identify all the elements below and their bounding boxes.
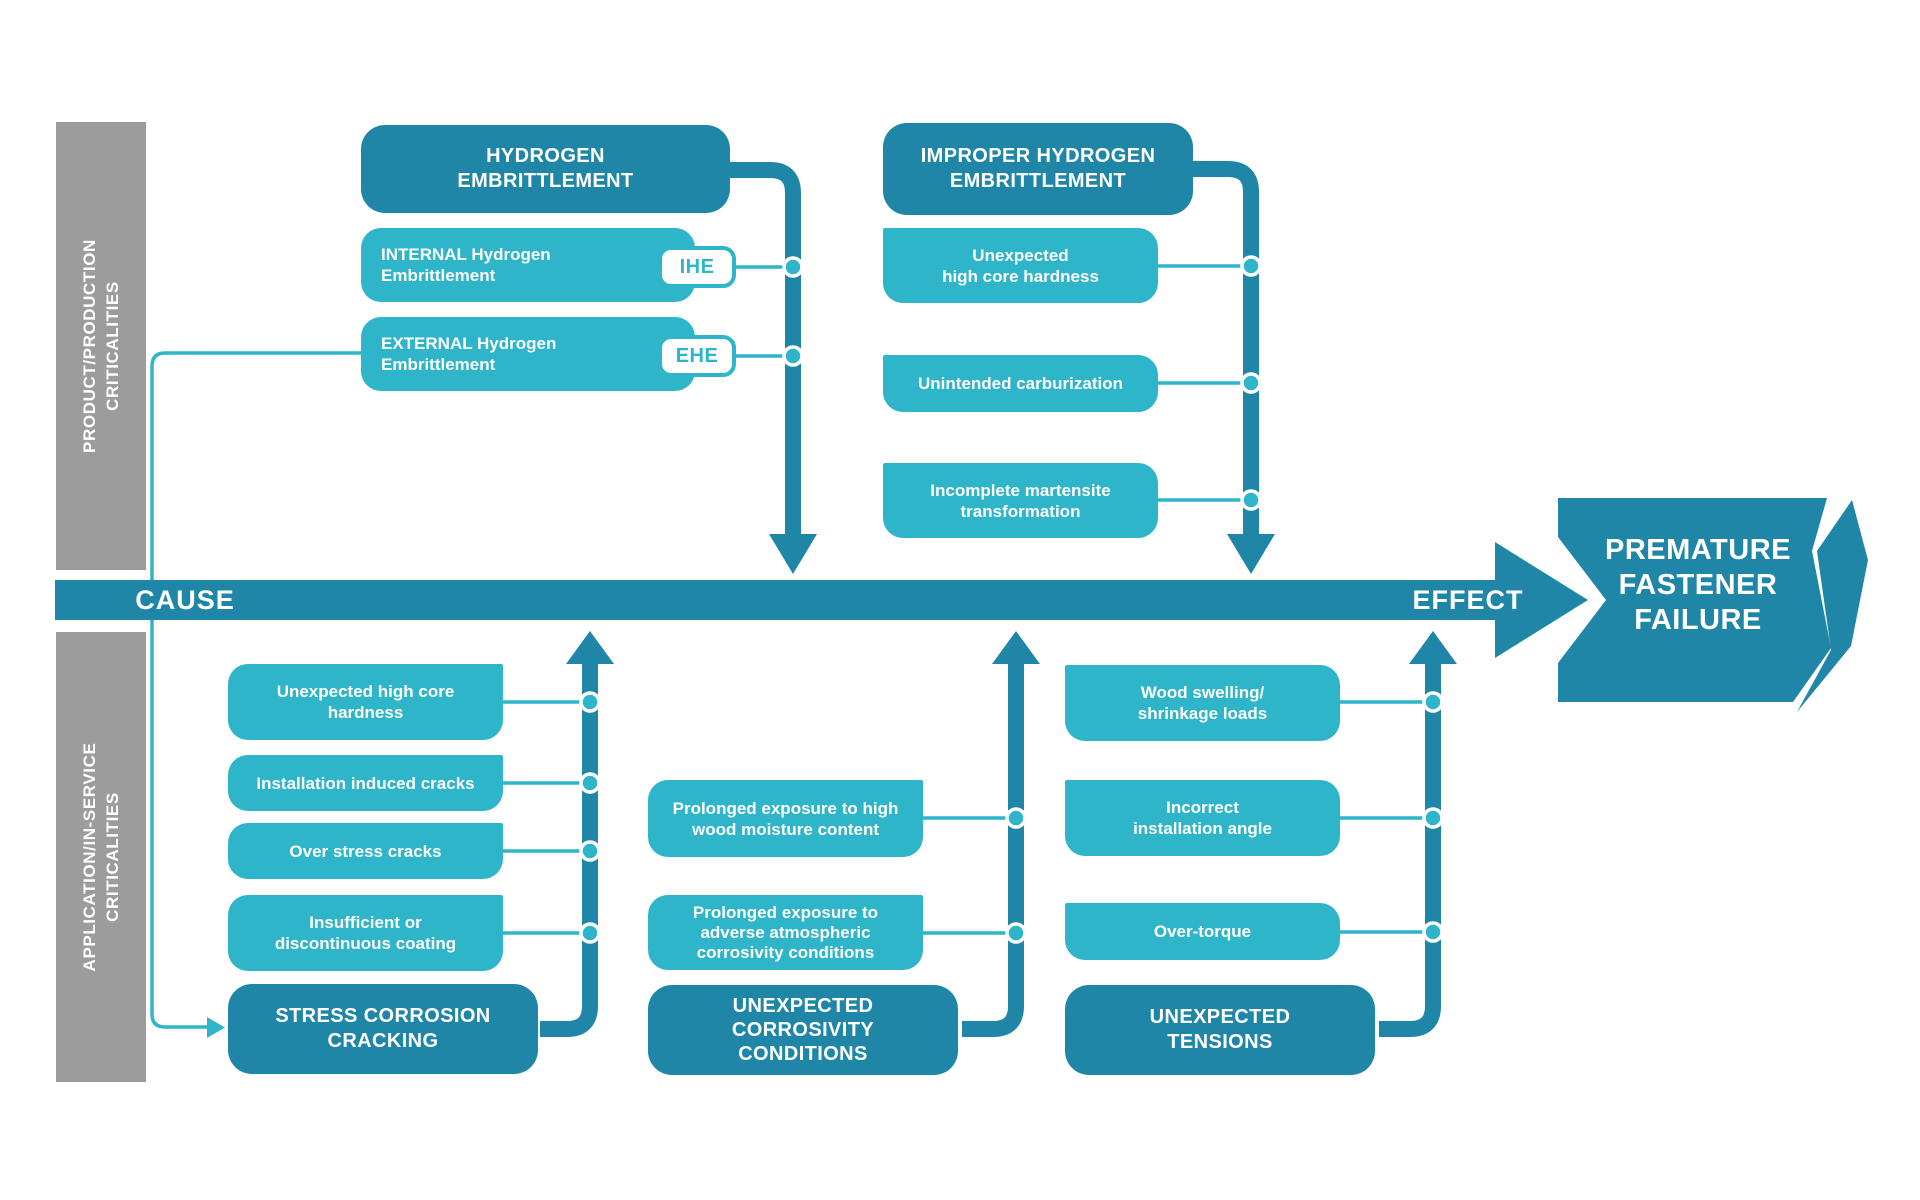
branch-unexpected-high-core-hardness-bottom: Unexpected high core hardness: [228, 664, 503, 740]
trunk-hydrogen-embrittlement: [726, 162, 801, 536]
sidebar-application-inservice-label: APPLICATION/IN-SERVICE CRITICALITIES: [80, 742, 122, 972]
node-dot: [1422, 691, 1444, 713]
arrowhead-up-tensions-icon: [1409, 631, 1457, 664]
failure-box: [1558, 498, 1831, 702]
header-hydrogen-embrittlement: HYDROGEN EMBRITTLEMENT: [361, 125, 730, 213]
header-stress-corrosion-cracking: STRESS CORROSION CRACKING: [228, 984, 538, 1074]
branch-over-stress-cracks: Over stress cracks: [228, 823, 503, 879]
header-unexpected-corrosivity-conditions: UNEXPECTED CORROSIVITY CONDITIONS: [648, 985, 958, 1075]
branch-incomplete-martensite-transformation: Incomplete martensite transformation: [883, 463, 1158, 538]
branch-connectors: [503, 264, 1433, 935]
branch-prolonged-exposure-atmospheric: Prolonged exposure to adverse atmospheri…: [648, 895, 923, 970]
arrowhead-down-hydrogen-icon: [769, 534, 817, 574]
header-unexpected-tensions: UNEXPECTED TENSIONS: [1065, 985, 1375, 1075]
branch-incorrect-installation-angle: Incorrect installation angle: [1065, 780, 1340, 856]
node-dot: [1240, 489, 1262, 511]
badge-ihe: IHE: [658, 246, 736, 288]
branch-unexpected-high-core-hardness-top: Unexpected high core hardness: [883, 228, 1158, 303]
cause-effect-bar: [55, 580, 1495, 620]
branch-external-hydrogen-embrittlement: EXTERNAL Hydrogen Embrittlement: [361, 317, 695, 391]
node-dot: [1240, 372, 1262, 394]
sidebar-product-production-label: PRODUCT/PRODUCTION CRITICALITIES: [80, 239, 122, 453]
effect-arrowhead-icon: [1495, 542, 1588, 658]
trunk-tensions: [1379, 660, 1441, 1037]
failure-label: PREMATURE FASTENER FAILURE: [1604, 534, 1792, 636]
failure-box-shard: [1797, 500, 1868, 712]
arrowhead-up-stress-icon: [566, 631, 614, 664]
node-dot: [1005, 807, 1027, 829]
node-dot: [1005, 922, 1027, 944]
sidebar-product-production-bar: [56, 122, 146, 570]
branch-installation-induced-cracks: Installation induced cracks: [228, 755, 503, 811]
node-dot: [579, 691, 601, 713]
branch-insufficient-discontinuous-coating: Insufficient or discontinuous coating: [228, 895, 503, 971]
node-dot: [579, 922, 601, 944]
node-dot: [1422, 921, 1444, 943]
arrowhead-up-corrosivity-icon: [992, 631, 1040, 664]
node-dot: [1422, 807, 1444, 829]
node-dot: [579, 772, 601, 794]
node-dot: [1240, 255, 1262, 277]
branch-over-torque: Over-torque: [1065, 903, 1340, 960]
sidebar-application-inservice-bar: [56, 632, 146, 1082]
effect-label: EFFECT: [1412, 584, 1524, 615]
trunk-improper-hydrogen: [1190, 161, 1259, 536]
header-improper-hydrogen-embrittlement: IMPROPER HYDROGEN EMBRITTLEMENT: [883, 123, 1193, 215]
trunk-stress-corrosion: [540, 660, 598, 1037]
branch-prolonged-exposure-wood-moisture: Prolonged exposure to high wood moisture…: [648, 780, 923, 857]
branch-unintended-carburization: Unintended carburization: [883, 355, 1158, 412]
node-dot: [579, 840, 601, 862]
node-dot: [782, 256, 804, 278]
node-dots: [579, 255, 1444, 944]
arrowhead-down-improper-icon: [1227, 534, 1275, 574]
feedback-arrowhead-icon: [207, 1017, 225, 1038]
cause-label: CAUSE: [135, 584, 235, 615]
node-dot: [782, 345, 804, 367]
branch-wood-swelling-shrinkage-loads: Wood swelling/ shrinkage loads: [1065, 665, 1340, 741]
trunk-corrosivity: [962, 660, 1024, 1037]
branch-internal-hydrogen-embrittlement: INTERNAL Hydrogen Embrittlement: [361, 228, 695, 302]
badge-ehe: EHE: [658, 335, 736, 377]
feedback-line: [150, 351, 361, 1029]
